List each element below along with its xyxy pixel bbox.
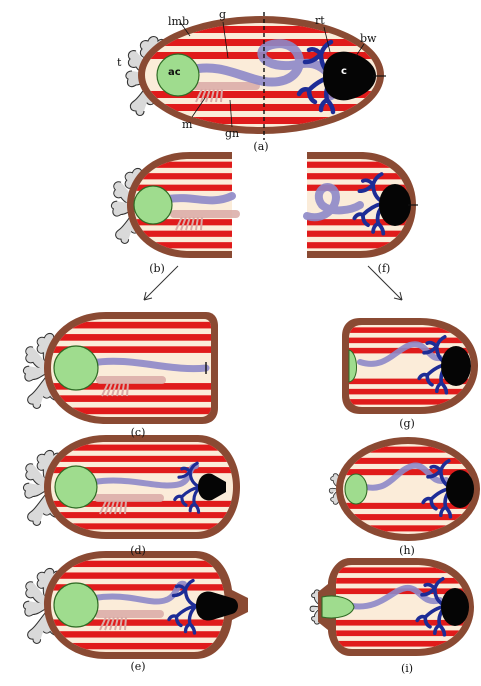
muscle-band bbox=[50, 512, 235, 518]
gonad-tubule bbox=[125, 617, 126, 630]
muscle-band bbox=[50, 334, 212, 341]
panel-label-h: (h) bbox=[399, 545, 415, 556]
gonad-body bbox=[94, 610, 164, 618]
panel-label-d: (d) bbox=[130, 545, 146, 556]
gonad-body bbox=[94, 494, 164, 502]
muscle-band bbox=[50, 456, 235, 462]
label-g: g bbox=[219, 9, 226, 20]
muscle-band bbox=[335, 630, 470, 636]
panel-label-c: (c) bbox=[131, 427, 146, 438]
panel-label-f: (f) bbox=[378, 263, 391, 274]
muscle-band bbox=[50, 631, 226, 637]
gonad-tubule bbox=[125, 501, 126, 514]
panel-d bbox=[23, 435, 240, 539]
panel-label-g: (g) bbox=[399, 418, 415, 429]
muscle-band bbox=[340, 458, 476, 464]
panel-b bbox=[111, 152, 240, 258]
gonad-body bbox=[190, 82, 260, 90]
label-c: c bbox=[341, 67, 347, 77]
gonad-body bbox=[96, 376, 166, 384]
cloaca bbox=[379, 184, 411, 226]
muscle-band bbox=[345, 389, 475, 395]
muscle-band bbox=[335, 578, 470, 584]
panel-h bbox=[329, 437, 480, 541]
gonad-body bbox=[170, 210, 240, 218]
muscle-band bbox=[307, 173, 412, 179]
muscle-band bbox=[50, 395, 212, 402]
cloaca bbox=[446, 470, 474, 508]
aquapharyngeal-bulb bbox=[54, 346, 98, 390]
panel-g bbox=[342, 318, 478, 414]
panel-e bbox=[23, 551, 248, 659]
gonad-tubule bbox=[201, 217, 202, 230]
muscle-band bbox=[140, 104, 380, 111]
progression-arrows bbox=[144, 266, 402, 300]
aquapharyngeal-bulb bbox=[54, 583, 98, 627]
gut bbox=[168, 196, 232, 200]
gonad-tubule bbox=[127, 383, 128, 396]
muscle-band bbox=[140, 39, 380, 46]
panel-label-a: (a) bbox=[253, 141, 268, 152]
panel-c bbox=[23, 312, 218, 424]
label-bw: bw bbox=[360, 33, 376, 44]
muscle-band bbox=[340, 514, 476, 520]
label-rt: rt bbox=[315, 15, 325, 26]
panel-i bbox=[310, 558, 474, 656]
panel-label-e: (e) bbox=[130, 661, 145, 672]
aquapharyngeal-bulb bbox=[345, 474, 367, 504]
gonad-tubule bbox=[221, 89, 222, 102]
panel-f bbox=[307, 152, 418, 258]
label-ac: ac bbox=[168, 68, 181, 78]
label-lmb: lmb bbox=[168, 16, 189, 27]
aquapharyngeal-bulb bbox=[134, 186, 172, 224]
aquapharyngeal-bulb bbox=[55, 466, 97, 508]
label-t: t bbox=[117, 57, 121, 68]
muscle-band bbox=[307, 231, 412, 237]
muscle-band bbox=[50, 572, 226, 578]
label-gn: gn bbox=[225, 128, 239, 139]
cloaca bbox=[441, 346, 471, 386]
panel-label-b: (b) bbox=[149, 263, 165, 274]
label-m: m bbox=[182, 119, 192, 130]
cloaca bbox=[441, 588, 469, 626]
panel-label-i: (i) bbox=[401, 663, 413, 674]
